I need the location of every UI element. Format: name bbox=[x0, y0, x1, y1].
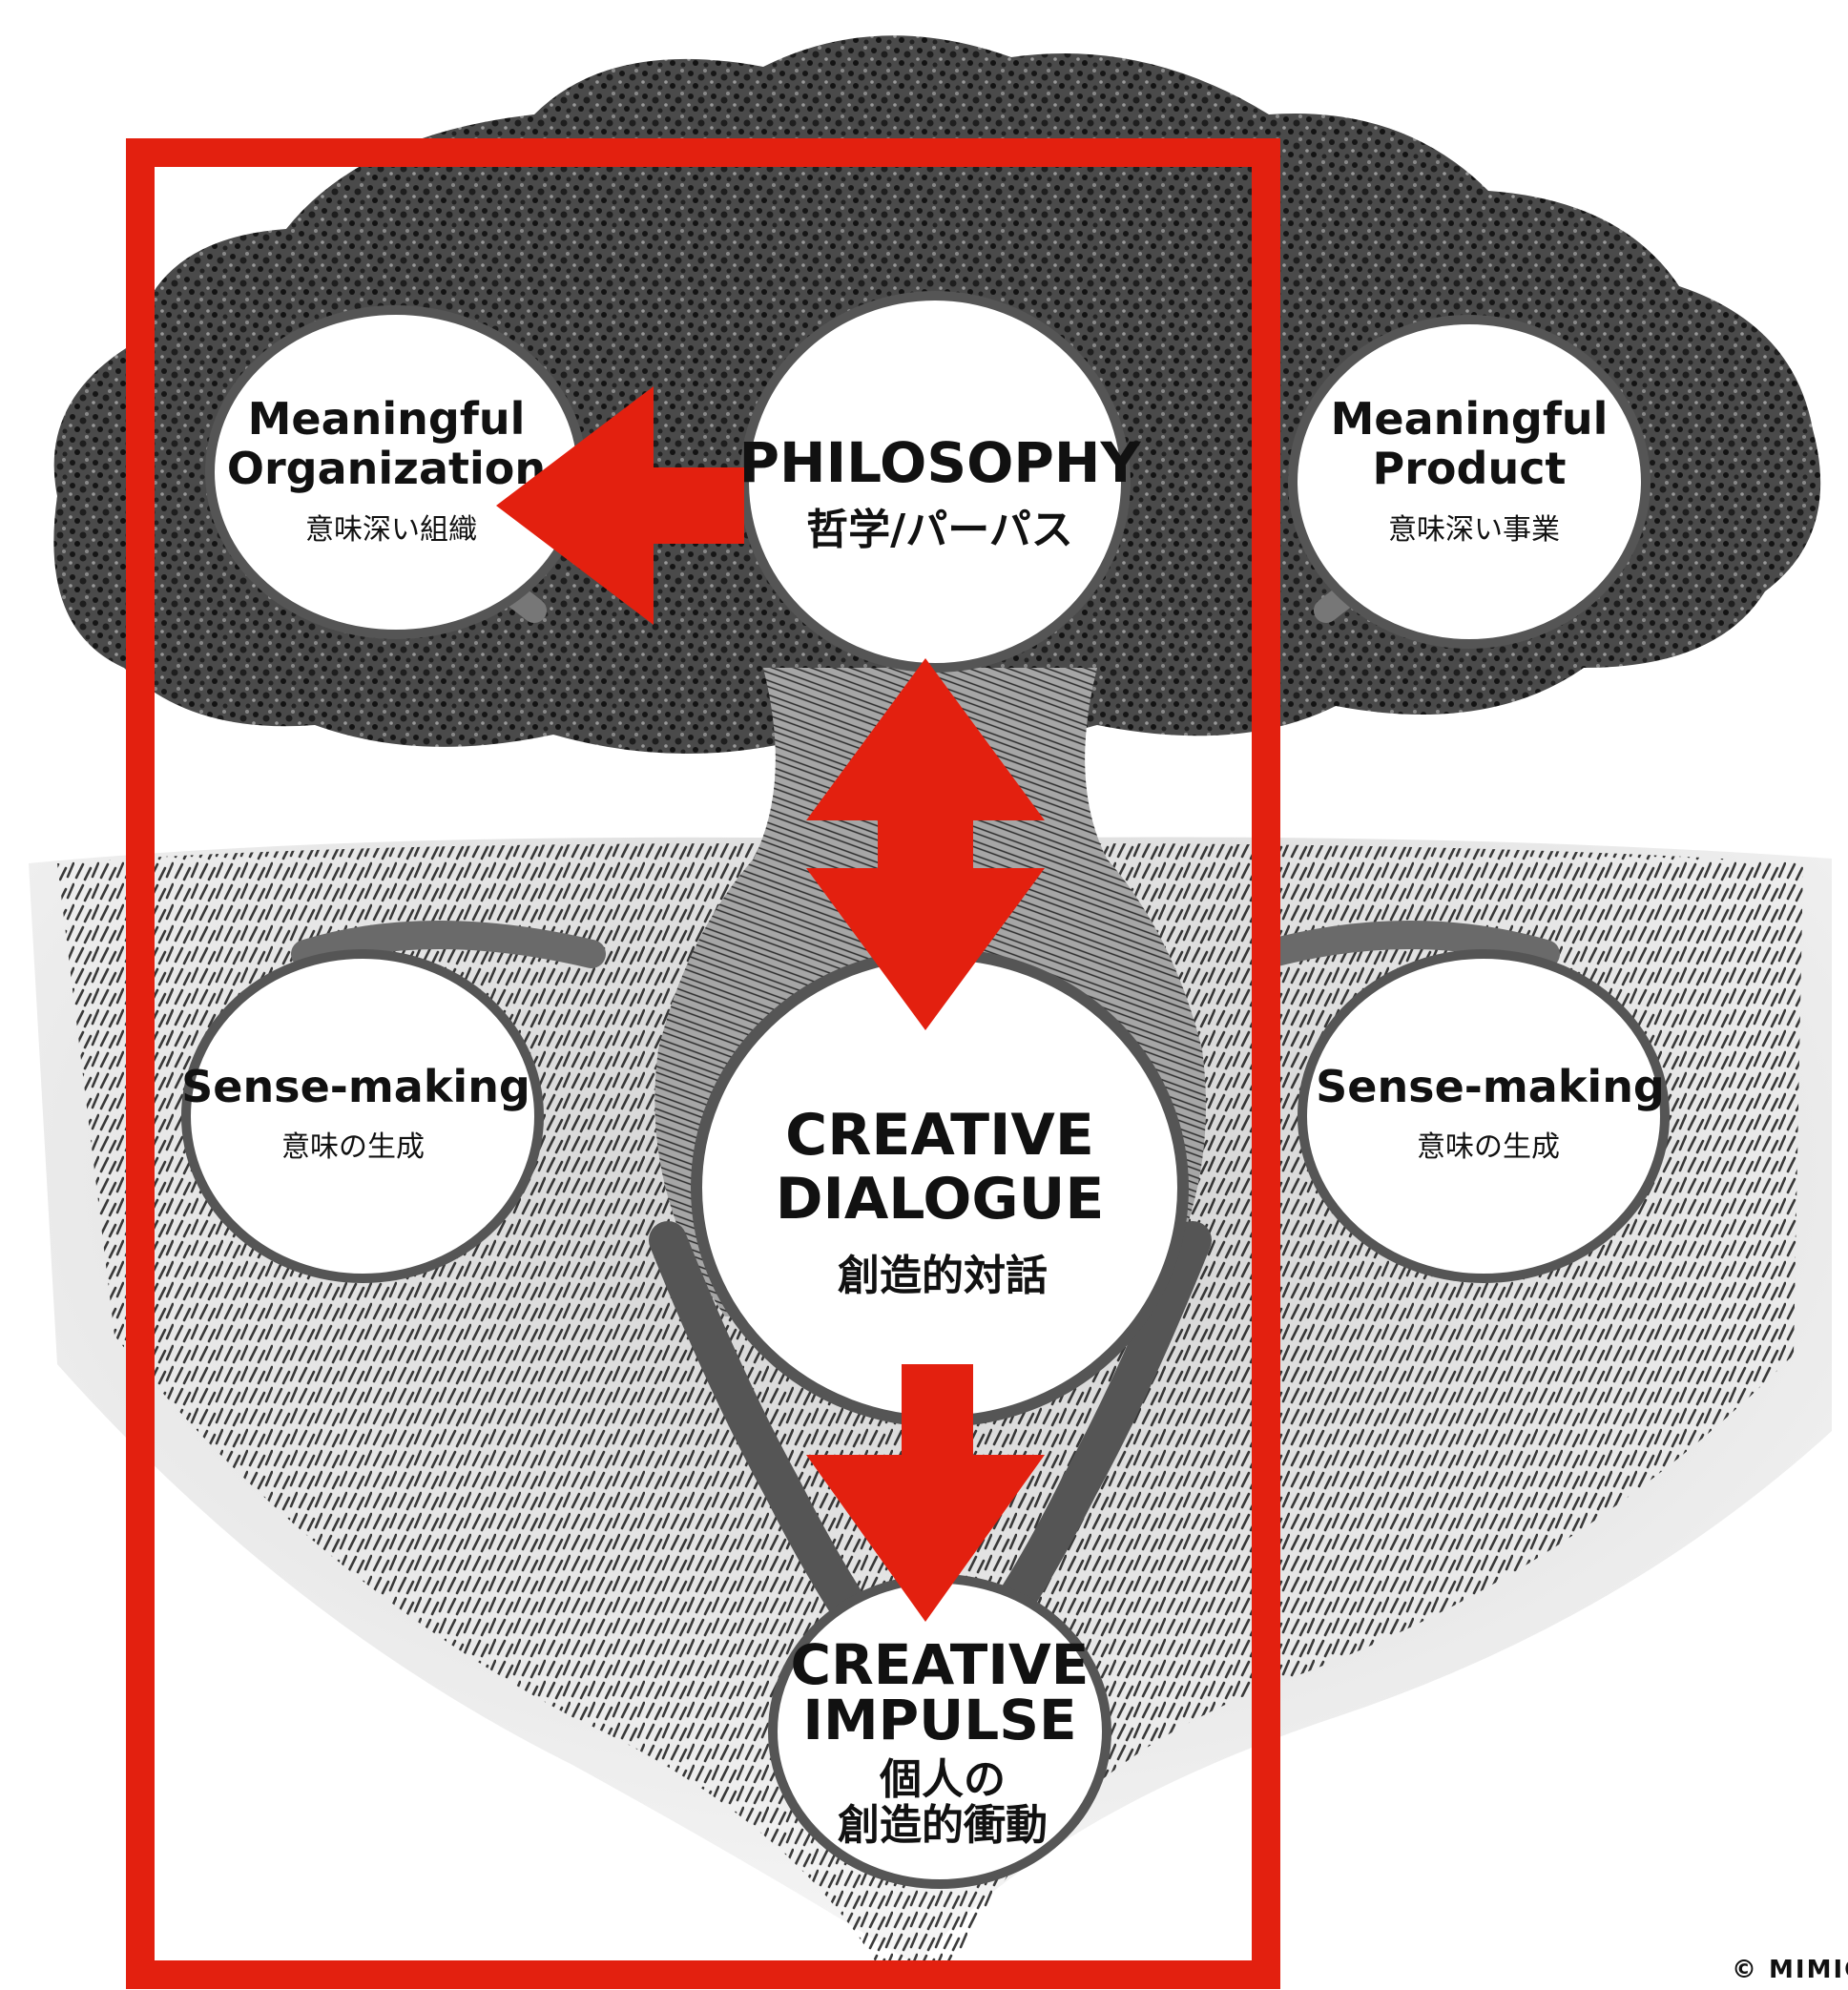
node-circles bbox=[181, 291, 1670, 1889]
meaningful-product-jp: 意味深い事業 bbox=[1388, 513, 1560, 547]
labels: Meaningful Organization 意味深い組織 PHILOSOPH… bbox=[181, 393, 1665, 1850]
meaningful-product-line2: Product bbox=[1373, 443, 1567, 494]
highlight-frame bbox=[126, 138, 1280, 1989]
philosophy-label: PHILOSOPHY bbox=[739, 430, 1142, 495]
creative-dialogue-line1: CREATIVE bbox=[785, 1102, 1094, 1169]
meaningful-organization-line2: Organization bbox=[227, 443, 546, 494]
sense-making-left-circle bbox=[181, 949, 544, 1283]
copyright-notice: © MIMIC bbox=[1732, 1956, 1848, 1984]
creative-impulse-line1: CREATIVE bbox=[791, 1632, 1090, 1697]
arrow-left bbox=[496, 386, 744, 625]
meaningful-product-circle bbox=[1288, 315, 1651, 649]
creative-impulse-jp-line2: 創造的衝動 bbox=[838, 1801, 1048, 1850]
meaningful-product-line1: Meaningful bbox=[1331, 393, 1609, 445]
sense-making-left-jp: 意味の生成 bbox=[281, 1130, 425, 1164]
meaningful-organization-line1: Meaningful bbox=[248, 393, 526, 445]
annotation-overlay bbox=[126, 138, 1280, 1989]
creative-impulse-jp-line1: 個人の bbox=[879, 1755, 1006, 1804]
sense-making-right-jp: 意味の生成 bbox=[1417, 1130, 1560, 1164]
sense-making-right-circle bbox=[1298, 949, 1670, 1283]
meaningful-organization-jp: 意味深い組織 bbox=[305, 513, 477, 547]
sense-making-left-label: Sense-making bbox=[181, 1061, 530, 1112]
arrow-down bbox=[806, 1364, 1045, 1622]
sense-making-right-label: Sense-making bbox=[1316, 1061, 1665, 1112]
creative-dialogue-line2: DIALOGUE bbox=[776, 1166, 1105, 1233]
philosophy-jp: 哲学/パーパス bbox=[806, 506, 1073, 554]
creative-dialogue-jp: 創造的対話 bbox=[838, 1252, 1048, 1300]
creative-impulse-line2: IMPULSE bbox=[802, 1688, 1076, 1752]
arrow-double-vertical bbox=[806, 658, 1045, 1030]
